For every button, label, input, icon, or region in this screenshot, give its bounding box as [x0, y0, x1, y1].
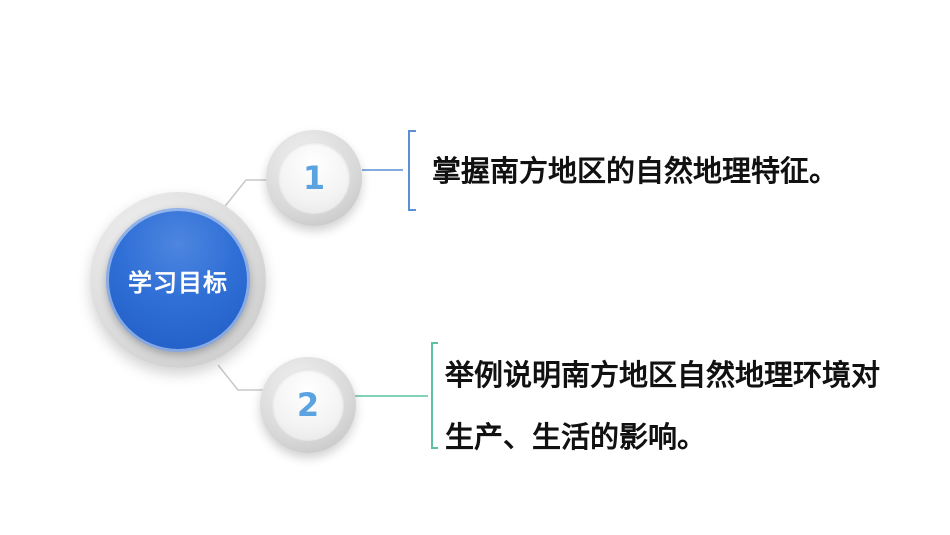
goal-2-text: 举例说明南方地区自然地理环境对 生产、生活的影响。: [445, 344, 945, 468]
connector-main-to-1: [221, 179, 272, 211]
goal2-bracket: [431, 342, 438, 449]
number-2: 2: [296, 386, 320, 424]
connector-main-to-2: [217, 364, 264, 391]
number-1: 1: [302, 159, 326, 197]
number-circle-2: 2: [272, 369, 344, 441]
goal1-bracket: [408, 130, 416, 211]
goal-1-text: 掌握南方地区的自然地理特征。: [432, 140, 912, 202]
main-title: 学习目标: [128, 268, 228, 297]
goal-1-line: 掌握南方地区的自然地理特征。: [432, 154, 839, 188]
goal-2-line-2: 生产、生活的影响。: [445, 420, 707, 454]
main-circle: 学习目标: [106, 208, 250, 352]
number-circle-1: 1: [278, 142, 350, 214]
goal-2-line-1: 举例说明南方地区自然地理环境对: [445, 358, 881, 392]
